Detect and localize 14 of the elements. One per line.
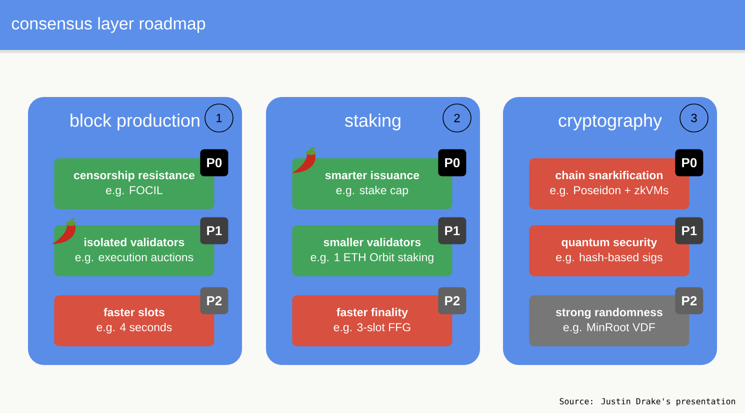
priority-badge: P1 [675,217,704,244]
title-bar: consensus layer roadmap [0,0,745,53]
priority-badge: P1 [200,217,228,244]
circled-number: 2 [442,104,472,132]
priority-badge: P2 [438,287,466,314]
priority-badge: P1 [438,217,466,244]
priority-badge: P0 [200,149,228,176]
priority-badge: P2 [675,287,704,314]
circled-number: 1 [204,104,234,132]
priority-badge: P2 [200,287,228,314]
priority-badge: P0 [675,149,704,176]
source-note: Source: Justin Drake's presentation [560,398,736,406]
priority-badge: P0 [438,149,466,176]
circled-number: 3 [680,104,708,132]
